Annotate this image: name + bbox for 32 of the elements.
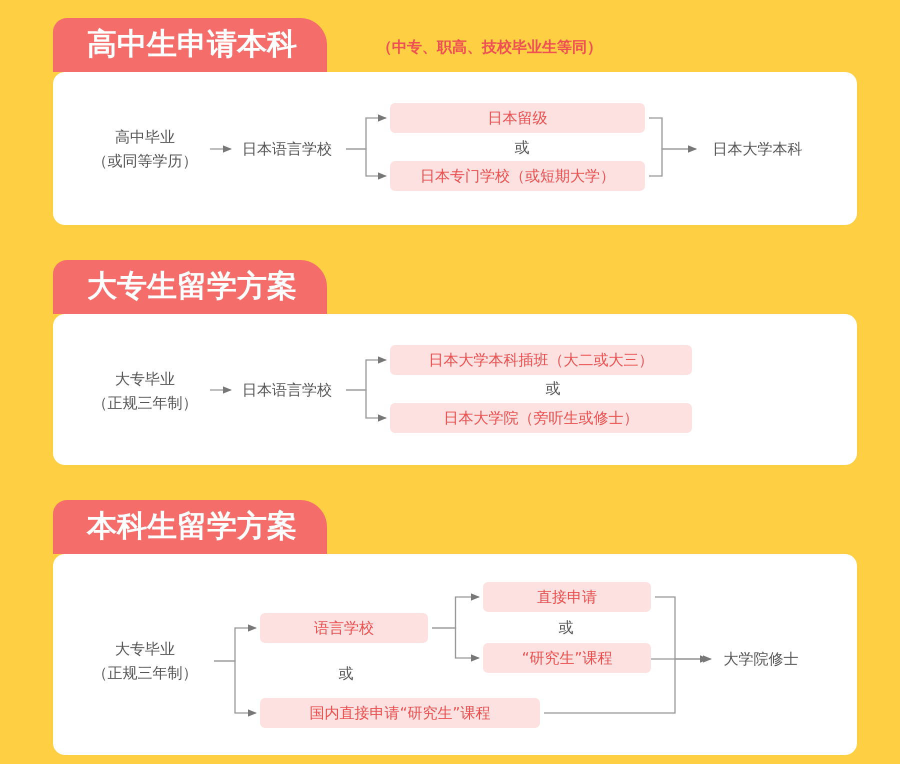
or-label: 或 [558,618,574,638]
option-box: 日本专门学校（或短期大学） [390,161,645,191]
step-label: 日本语言学校 [232,138,342,160]
option-box: 日本大学院（旁听生或修士） [390,403,692,433]
or-label: 或 [546,380,560,398]
connector-arrow [346,389,387,422]
connector-arrow [649,145,697,177]
connector-arrow [210,386,232,394]
step-label: 日本语言学校 [232,379,342,401]
step-label: 大专毕业（正规三年制） [80,366,210,416]
heading-tab: 本科生留学方案 [53,500,327,554]
or-label: 或 [514,138,530,158]
option-box: “研究生”课程 [483,643,651,673]
option-box: 国内直接申请“研究生”课程 [260,698,540,728]
heading-tab: 大专生留学方案 [53,260,327,314]
option-box: 语言学校 [260,613,428,643]
or-label: 或 [338,664,354,684]
subtitle: （中专、职高、技校毕业生等同） [377,38,602,57]
step-label: 高中毕业（或同等学历） [80,124,210,174]
connector-arrow [210,145,232,153]
option-box: 日本留级 [390,103,645,133]
connector-arrow [346,148,387,180]
option-box: 日本大学本科插班（大二或大三） [390,345,692,375]
heading-tab: 高中生申请本科 [53,18,327,72]
option-box: 直接申请 [483,582,651,612]
connector-arrow [544,655,709,714]
connector-arrow [214,660,257,717]
step-label: 大专毕业（正规三年制） [80,636,210,686]
connector-arrow [651,655,712,663]
step-label: 日本大学本科 [700,138,815,160]
step-label: 大学院修士 [712,648,810,670]
connector-arrow [432,627,480,662]
